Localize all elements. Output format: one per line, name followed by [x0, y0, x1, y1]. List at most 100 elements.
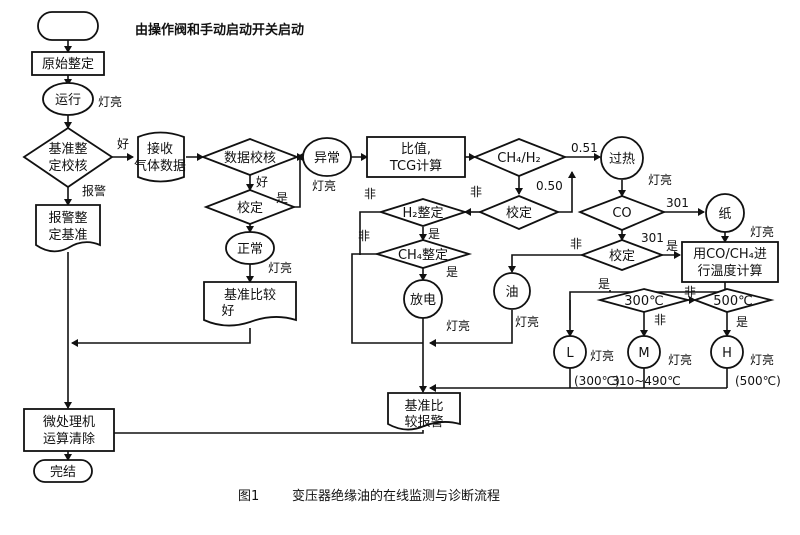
verify2-diamond: 校定 [477, 195, 561, 230]
svg-text:TCG计算: TCG计算 [389, 159, 442, 174]
label-range-L: (300℃) [574, 374, 620, 388]
run-node: 运行 [42, 82, 94, 116]
figure-caption: 变压器绝缘油的在线监测与诊断流程 [292, 488, 500, 504]
svg-text:过热: 过热 [609, 152, 635, 167]
co-ch4-temp-node: 用CO/CH₄进 行温度计算 [681, 241, 779, 283]
discharge-node: 放电 [403, 279, 443, 319]
svg-text:较报警: 较报警 [404, 414, 443, 430]
label-light-on-normal: 灯亮 [268, 260, 292, 275]
t300-diamond: 300℃ [596, 288, 692, 313]
svg-text:数据校核: 数据校核 [224, 150, 276, 166]
label-light-on-overheat: 灯亮 [648, 172, 672, 187]
svg-text:放电: 放电 [410, 293, 436, 308]
label-light-on-H: 灯亮 [750, 352, 774, 367]
svg-text:报警整: 报警整 [48, 210, 87, 226]
overheat-node: 过热 [600, 136, 644, 180]
svg-text:原始整定: 原始整定 [42, 57, 94, 72]
svg-text:微处理机: 微处理机 [43, 415, 95, 430]
svg-text:定校核: 定校核 [48, 158, 87, 174]
svg-text:M: M [638, 346, 649, 361]
svg-text:定基准: 定基准 [48, 228, 87, 243]
label-light-on-oil: 灯亮 [515, 314, 539, 329]
verify3-diamond: 校定 [579, 239, 665, 271]
label-yes: 是 [276, 191, 288, 205]
label-yes-4: 是 [666, 239, 678, 253]
start-note: 由操作阀和手动启动开关启动 [135, 22, 304, 38]
svg-text:纸: 纸 [718, 207, 731, 222]
svg-text:校定: 校定 [237, 200, 263, 216]
label-light-on: 灯亮 [98, 94, 122, 109]
label-301-b: 301 [641, 231, 664, 245]
svg-text:CO: CO [612, 206, 631, 221]
label-light-on-discharge: 灯亮 [446, 318, 470, 333]
label-good-2: 好 [256, 175, 268, 189]
start-node [37, 11, 99, 41]
label-light-on-L: 灯亮 [590, 348, 614, 363]
label-yes-3: 是 [446, 265, 458, 279]
receive-gas-node: 接收 气体数据 [134, 131, 186, 183]
h2-setting-diamond: H₂整定 [378, 198, 468, 227]
label-range-H: (500℃) [735, 374, 781, 388]
compare-alarm-node: 基准比 较报警 [387, 392, 461, 431]
svg-text:油: 油 [505, 285, 518, 300]
label-light-on-paper: 灯亮 [750, 224, 774, 239]
label-alarm: 报警 [82, 183, 106, 198]
label-301-a: 301 [666, 196, 689, 210]
svg-text:气体数据: 气体数据 [134, 158, 186, 174]
svg-text:基准整: 基准整 [48, 142, 87, 157]
t500-diamond: 500℃ [692, 288, 775, 313]
svg-text:H: H [722, 346, 732, 361]
label-no-5: 非 [684, 285, 696, 299]
connectors [64, 40, 731, 461]
initial-setting-node: 原始整定 [31, 51, 105, 76]
baseline-good-node: 基准比较 好 [203, 281, 297, 327]
data-check-diamond: 数据校核 [200, 138, 300, 176]
svg-text:基准比: 基准比 [404, 399, 443, 414]
svg-text:异常: 异常 [314, 151, 340, 166]
L-node: L [553, 335, 587, 369]
co-diamond: CO [577, 195, 667, 231]
end-node: 完结 [33, 459, 93, 483]
svg-text:比值,: 比值, [401, 141, 431, 157]
ch4-setting-diamond: CH₄整定 [373, 239, 473, 269]
label-light-on-abnormal: 灯亮 [312, 178, 336, 193]
svg-text:H₂整定: H₂整定 [403, 206, 444, 221]
paper-node: 纸 [705, 193, 745, 233]
svg-text:CH₄整定: CH₄整定 [398, 248, 448, 263]
svg-text:好: 好 [221, 304, 234, 319]
baseline-check-diamond: 基准整 定校核 [22, 126, 114, 189]
svg-text:300℃: 300℃ [624, 294, 663, 309]
M-node: M [627, 335, 661, 369]
abnormal-node: 异常 [302, 137, 352, 177]
svg-text:用CO/CH₄进: 用CO/CH₄进 [693, 247, 767, 262]
svg-text:L: L [566, 346, 574, 361]
label-no-1: 非 [470, 185, 482, 199]
label-yes-5: 是 [598, 277, 610, 291]
oil-node: 油 [493, 272, 531, 310]
svg-text:运算清除: 运算清除 [43, 432, 95, 447]
svg-text:完结: 完结 [50, 465, 76, 480]
label-050: 0.50 [536, 179, 563, 193]
svg-text:行温度计算: 行温度计算 [697, 263, 762, 279]
label-no-4: 非 [570, 237, 582, 251]
svg-text:500℃: 500℃ [713, 294, 752, 309]
ch4-h2-diamond: CH₄/H₂ [472, 138, 568, 177]
label-yes-6: 是 [736, 315, 748, 329]
label-yes-2: 是 [428, 227, 440, 241]
svg-text:校定: 校定 [609, 248, 635, 264]
H-node: H [710, 335, 744, 369]
svg-text:接收: 接收 [147, 141, 173, 157]
label-good: 好 [117, 137, 129, 151]
microprocessor-node: 微处理机 运算清除 [23, 408, 115, 452]
label-light-on-M: 灯亮 [668, 352, 692, 367]
ratio-tcg-node: 比值, TCG计算 [366, 136, 466, 178]
label-no-6: 非 [654, 313, 666, 327]
svg-text:校定: 校定 [506, 205, 532, 221]
svg-text:正常: 正常 [237, 242, 263, 257]
label-range-M: 310~490℃ [611, 374, 680, 388]
report-baseline-node: 报警整 定基准 [35, 204, 101, 253]
svg-text:CH₄/H₂: CH₄/H₂ [497, 151, 540, 166]
label-no-2: 非 [364, 187, 376, 201]
label-no-3: 非 [358, 229, 370, 243]
